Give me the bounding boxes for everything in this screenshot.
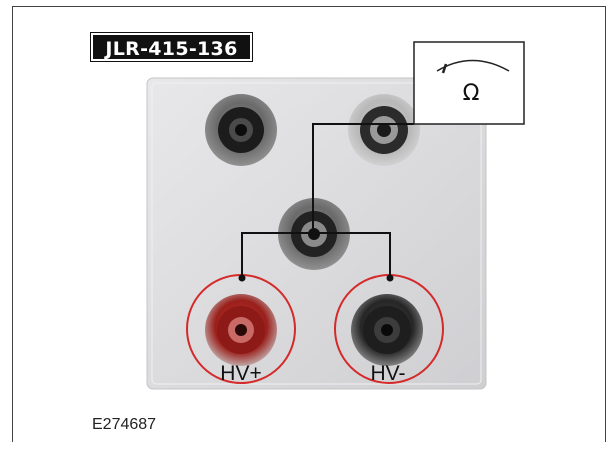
lead-end-negative xyxy=(386,274,394,282)
figure-reference: E274687 xyxy=(92,416,157,433)
tool-id-label: JLR-415-136 xyxy=(90,32,253,62)
hv-positive-label: HV+ xyxy=(220,362,261,385)
socket-top-right xyxy=(348,94,420,166)
meter-needle xyxy=(441,63,448,74)
socket-hv-positive xyxy=(205,294,277,366)
meter-lead-wires xyxy=(241,123,414,276)
hv-negative-label: HV- xyxy=(370,362,405,385)
ohm-symbol: Ω xyxy=(463,81,480,106)
ohmmeter-box: Ω xyxy=(413,41,525,125)
figure-frame xyxy=(12,6,606,442)
socket-hv-negative xyxy=(351,294,423,366)
lead-end-positive xyxy=(238,274,246,282)
socket-top-left xyxy=(205,94,277,166)
